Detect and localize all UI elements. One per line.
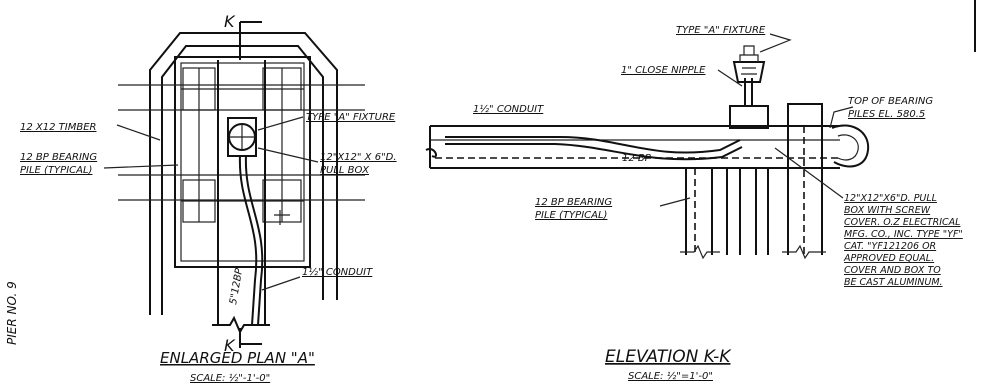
pull-box-note-line: MFG. CO., INC. TYPE "YF" <box>844 229 963 240</box>
pull-box-note-line: BE CAST ALUMINUM. <box>844 277 943 288</box>
label-fixture-elev: TYPE "A" FIXTURE <box>676 25 766 36</box>
timber-frame-inner <box>180 62 305 262</box>
label-bp-inline: 5"12BP <box>228 267 245 306</box>
label-bearing-pile-elev-1: 12 BP BEARING <box>535 197 612 208</box>
pile-break <box>680 244 720 260</box>
label-timber: 12 X12 TIMBER <box>20 122 96 133</box>
fixture-body <box>732 61 766 83</box>
elevation-scale: SCALE: ½"=1'-0" <box>628 370 713 382</box>
elevation-view: TYPE "A" FIXTURE 1" CLOSE NIPPLE TOP OF … <box>425 25 963 382</box>
conduit-curve <box>445 143 743 161</box>
fixture-detail <box>739 45 759 75</box>
label-top-bearing-2: PILES EL. 580.5 <box>848 109 925 120</box>
pull-box-note-line: APPROVED EQUAL. <box>843 253 934 264</box>
section-marker-bottom: K <box>224 336 236 355</box>
timber-frame <box>174 56 311 268</box>
leader-line <box>829 106 854 129</box>
beam-break-left <box>425 126 437 168</box>
leader-line <box>116 124 161 141</box>
leader-line <box>261 276 301 291</box>
pier-label: PIER NO. 9 <box>5 281 19 345</box>
dimension-tick <box>274 210 290 225</box>
enlarged-plan: K K 12 X12 TIMBER TYPE "A" FIXTURE 12 BP… <box>20 12 397 384</box>
plan-inner-outline <box>161 45 324 315</box>
pull-box-note-line: 12"X12"X6"D. PULL <box>844 193 937 204</box>
label-pull-box-2: PULL BOX <box>320 165 370 176</box>
pull-box-note-line: CAT. "YF121206 OR <box>844 241 936 252</box>
pull-box-elev <box>729 105 769 129</box>
plan-scale: SCALE: ½"-1'-0" <box>190 372 270 384</box>
leader-line <box>257 116 304 131</box>
conduit-curve <box>445 136 741 154</box>
label-bearing-pile-elev-2: PILE (TYPICAL) <box>535 210 607 221</box>
leader-line <box>659 197 691 207</box>
conduit-line <box>238 154 258 326</box>
pull-box-note-line: BOX WITH SCREW <box>844 205 931 216</box>
label-fixture: TYPE "A" FIXTURE <box>306 112 396 123</box>
elevation-title: ELEVATION K-K <box>605 347 732 367</box>
label-pull-box-1: 12"X12" X 6"D. <box>320 152 397 163</box>
leader-line <box>257 147 319 163</box>
conduit-elbow <box>837 134 859 161</box>
label-top-bearing-1: TOP OF BEARING <box>848 96 933 107</box>
pile-break <box>782 244 826 260</box>
label-conduit-elev: 1½" CONDUIT <box>473 103 544 115</box>
leader-line <box>717 69 743 87</box>
leader-line <box>103 164 179 169</box>
label-conduit: 1½" CONDUIT <box>302 266 373 278</box>
conduit-elbow <box>831 124 870 168</box>
pull-box-note-line: COVER AND BOX TO <box>844 265 941 276</box>
label-bp-elev: 12 BP <box>622 153 652 164</box>
leader-line <box>774 147 844 199</box>
break-line <box>212 315 270 335</box>
label-bearing-pile-2: PILE (TYPICAL) <box>20 165 92 176</box>
pull-box-note-line: COVER. O.Z ELECTRICAL <box>844 217 960 228</box>
section-marker-top: K <box>224 12 236 31</box>
pile-top <box>787 103 823 127</box>
conduit-line <box>244 154 264 326</box>
label-bearing-pile-1: 12 BP BEARING <box>20 152 97 163</box>
plan-outer-outline <box>149 32 338 315</box>
label-close-nipple: 1" CLOSE NIPPLE <box>621 65 706 76</box>
plan-title: ENLARGED PLAN "A" <box>160 349 315 367</box>
leader-line <box>759 33 792 53</box>
